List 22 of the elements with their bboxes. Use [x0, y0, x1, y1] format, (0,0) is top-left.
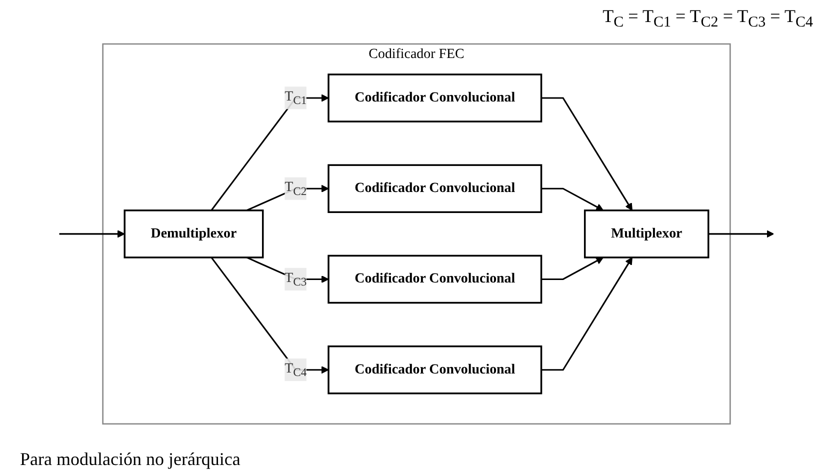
node-box: Codificador Convolucional [328, 254, 542, 304]
node-box: Codificador Convolucional [328, 346, 542, 394]
edge-label: T$_{C4}$ [284, 361, 307, 379]
node-box: Multiplexor [584, 210, 710, 258]
arrow [59, 230, 125, 238]
arrow [246, 184, 329, 212]
arrow [541, 257, 632, 371]
arrow [541, 257, 604, 280]
arrow [246, 256, 329, 284]
arrow [210, 257, 329, 374]
node-box: Codificador Convolucional [328, 74, 542, 122]
edge-label: T$_{C2}$ [284, 180, 307, 198]
arrow [541, 97, 632, 211]
edge-label: T$_{C1}$ [284, 89, 307, 107]
caption: Para modulación no jerárquica [20, 449, 240, 470]
arrow [708, 230, 774, 238]
arrow [210, 94, 329, 211]
node-box: Demultiplexor [124, 210, 264, 258]
edge-label: T$_{C3}$ [284, 270, 307, 288]
equation-note: T$_{C}$ = T$_{C1}$ = T$_{C2}$ = T$_{C3}$ = T$_{C4}$ [602, 6, 813, 32]
arrow [541, 188, 604, 211]
node-box: Codificador Convolucional [328, 164, 542, 214]
